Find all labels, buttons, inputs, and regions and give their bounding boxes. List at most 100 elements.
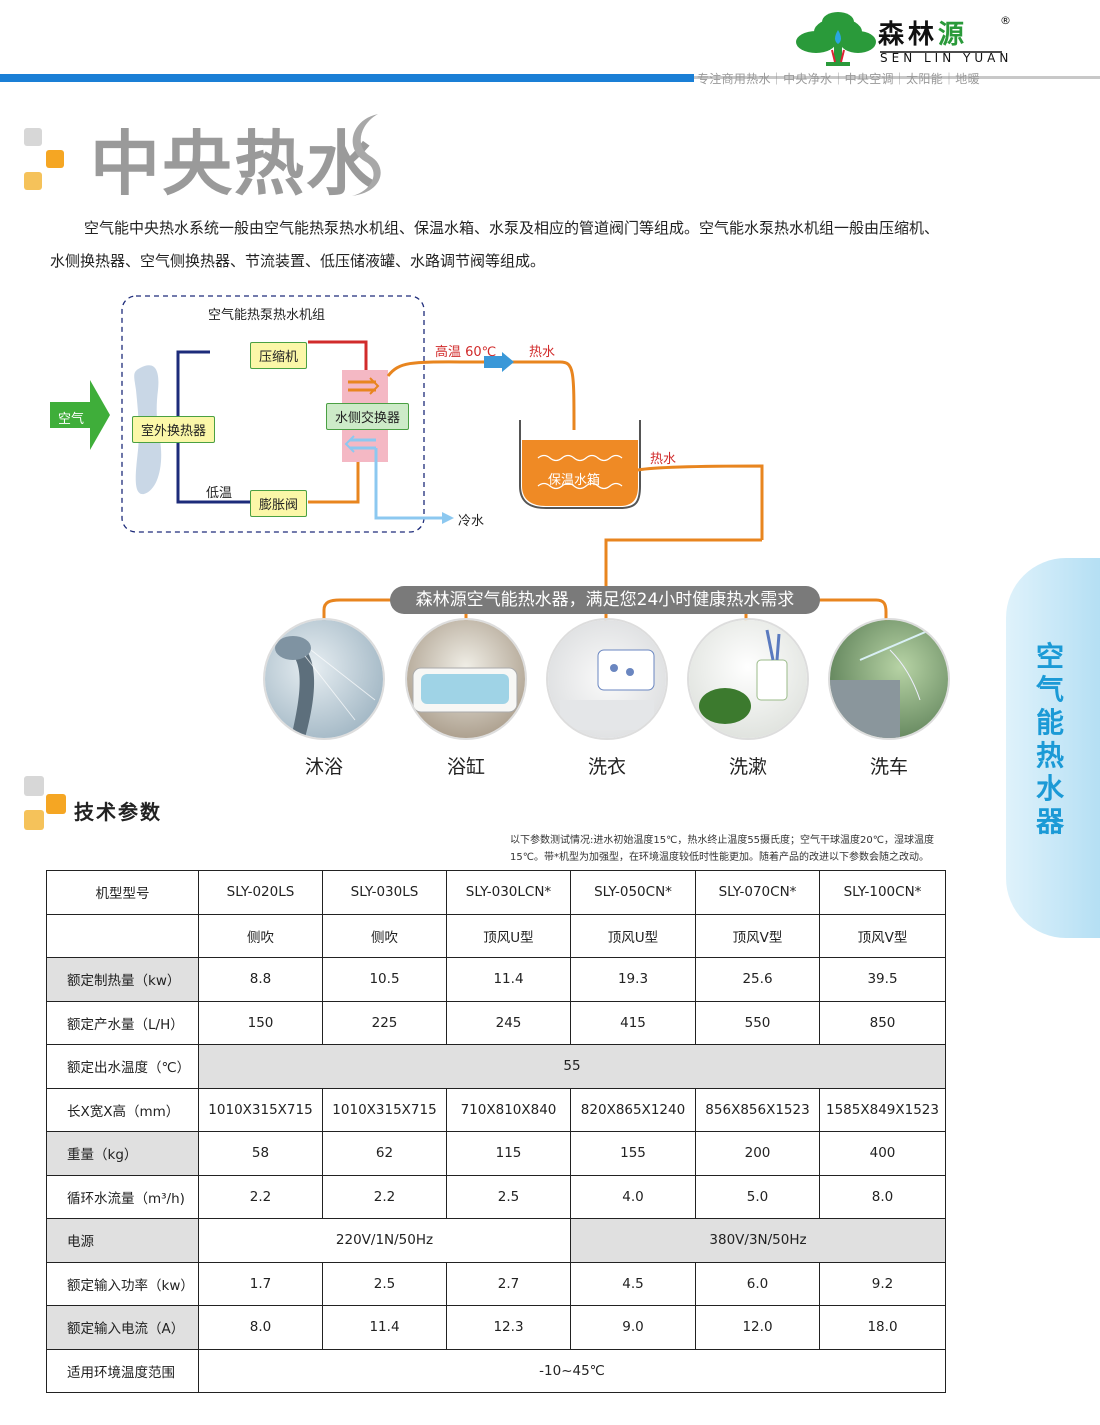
logo-text: 森林源 xyxy=(878,20,969,50)
value-cell: 9.2 xyxy=(819,1261,946,1306)
row-label: 额定产水量（L/H） xyxy=(46,1000,199,1045)
model-cell: SLY-050CN* xyxy=(570,870,696,915)
value-cell: 710X810X840 xyxy=(446,1087,571,1132)
row-label: 额定出水温度（℃） xyxy=(46,1044,199,1089)
value-cell: 4.0 xyxy=(570,1174,696,1219)
usage-banner: 森林源空气能热水器，满足您24小时健康热水需求 xyxy=(390,586,820,614)
specs-note: 以下参数测试情况:进水初始温度15℃，热水终止温度55摄氏度；空气干球温度20℃… xyxy=(510,835,935,863)
usage-label-carwash: 洗车 xyxy=(869,756,908,778)
value-cell: 8.0 xyxy=(198,1305,323,1350)
value-cell: 10.5 xyxy=(322,957,447,1002)
value-cell: 2.2 xyxy=(198,1174,323,1219)
row-label: 重量（kg） xyxy=(46,1131,199,1176)
type-cell: 顶风U型 xyxy=(570,913,696,958)
usage-label-bathtub: 浴缸 xyxy=(446,756,485,778)
air-label: 空气 xyxy=(58,412,85,427)
value-cell: 58 xyxy=(198,1131,323,1176)
value-cell: 225 xyxy=(322,1000,447,1045)
value-cell: 5.0 xyxy=(695,1174,820,1219)
usage-label-shower: 沐浴 xyxy=(304,756,343,778)
table-row-ambient: 适用环境温度范围 -10~45℃ xyxy=(46,1348,946,1393)
value-cell: 2.2 xyxy=(322,1174,447,1219)
washing-up-photo xyxy=(689,620,807,738)
value-cell: 2.7 xyxy=(446,1261,571,1306)
specs-squares-icon xyxy=(22,776,68,832)
value-cell: 1010X315X715 xyxy=(198,1087,323,1132)
table-row-input-power: 额定输入功率（kw） 1.7 2.5 2.7 4.5 6.0 9.2 xyxy=(46,1261,946,1306)
value-cell: 850 xyxy=(819,1000,946,1045)
model-cell: SLY-030LCN* xyxy=(446,870,571,915)
model-cell: SLY-030LS xyxy=(322,870,447,915)
table-row-flow: 循环水流量（m³/h) 2.2 2.2 2.5 4.0 5.0 8.0 xyxy=(46,1174,946,1219)
high-temp-label: 高温 60℃ xyxy=(435,345,497,360)
value-cell: 12.3 xyxy=(446,1305,571,1350)
table-row-input-current: 额定输入电流（A） 8.0 11.4 12.3 9.0 12.0 18.0 xyxy=(46,1305,946,1350)
row-label: 额定输入电流（A） xyxy=(46,1305,199,1350)
type-cell: 顶风V型 xyxy=(695,913,820,958)
value-cell: 1585X849X1523 xyxy=(819,1087,946,1132)
table-row-outlet-temp: 额定出水温度（℃） 55 xyxy=(46,1044,946,1089)
value-cell: 400 xyxy=(819,1131,946,1176)
value-cell: 39.5 xyxy=(819,957,946,1002)
registered-mark: ® xyxy=(1000,14,1011,27)
value-cell: 220V/1N/50Hz xyxy=(198,1218,571,1263)
table-row-type: 侧吹 侧吹 顶风U型 顶风U型 顶风V型 顶风V型 xyxy=(46,913,946,958)
table-row-model: 机型型号 SLY-020LS SLY-030LS SLY-030LCN* SLY… xyxy=(46,870,946,915)
title-squares-icon xyxy=(22,128,68,192)
type-cell: 顶风U型 xyxy=(446,913,571,958)
water-exchanger-box: 水侧交换器 xyxy=(326,403,410,430)
logo-english: SEN LIN YUAN xyxy=(880,51,1013,65)
row-label: 电源 xyxy=(46,1218,199,1263)
value-cell: 1.7 xyxy=(198,1261,323,1306)
row-label: 额定输入功率（kw） xyxy=(46,1261,199,1306)
specs-table: 机型型号 SLY-020LS SLY-030LS SLY-030LCN* SLY… xyxy=(46,870,946,1393)
cold-water-label: 冷水 xyxy=(458,514,485,529)
hot-water-label: 热水 xyxy=(529,345,556,360)
value-cell: 11.4 xyxy=(446,957,571,1002)
table-row-dimensions: 长X宽X高（mm） 1010X315X715 1010X315X715 710X… xyxy=(46,1087,946,1132)
value-cell: 856X856X1523 xyxy=(695,1087,820,1132)
value-cell: 11.4 xyxy=(322,1305,447,1350)
row-label: 额定制热量（kw） xyxy=(46,957,199,1002)
row-label: 长X宽X高（mm） xyxy=(46,1087,199,1132)
row-label xyxy=(46,913,199,958)
side-tab-label: 空气能热水器 xyxy=(1035,640,1064,838)
value-cell: 19.3 xyxy=(570,957,696,1002)
bathtub-photo xyxy=(407,620,525,738)
table-row-output: 额定产水量（L/H） 150 225 245 415 550 850 xyxy=(46,1000,946,1045)
value-cell: 18.0 xyxy=(819,1305,946,1350)
system-diagram: 空气能热泵热水机组 空气 压缩机 室外换热器 水侧交换器 膨胀阀 低温 高温 6… xyxy=(40,290,780,540)
model-cell: SLY-020LS xyxy=(198,870,323,915)
shower-photo xyxy=(265,620,383,738)
specs-title: 技术参数 xyxy=(74,800,162,824)
tagline: 专注商用热水｜中央净水｜中央空调｜太阳能｜地暖 xyxy=(697,72,980,86)
type-cell: 侧吹 xyxy=(322,913,447,958)
laundry-photo xyxy=(548,620,666,738)
value-cell: 25.6 xyxy=(695,957,820,1002)
value-cell: 8.8 xyxy=(198,957,323,1002)
value-cell: -10~45℃ xyxy=(198,1348,946,1393)
value-cell: 9.0 xyxy=(570,1305,696,1350)
type-cell: 顶风V型 xyxy=(819,913,946,958)
value-cell: 6.0 xyxy=(695,1261,820,1306)
model-cell: SLY-100CN* xyxy=(819,870,946,915)
page-title: 中央热水 xyxy=(90,123,378,205)
value-cell: 380V/3N/50Hz xyxy=(570,1218,946,1263)
title-swoosh-icon xyxy=(352,114,381,196)
low-temp-label: 低温 xyxy=(206,486,233,501)
value-cell: 55 xyxy=(198,1044,946,1089)
tree-logo-icon xyxy=(796,12,1002,66)
model-cell: SLY-070CN* xyxy=(695,870,820,915)
value-cell: 150 xyxy=(198,1000,323,1045)
tank-label: 保温水箱 xyxy=(548,473,601,488)
row-label: 适用环境温度范围 xyxy=(46,1348,199,1393)
table-row-weight: 重量（kg） 58 62 115 155 200 400 xyxy=(46,1131,946,1176)
value-cell: 2.5 xyxy=(446,1174,571,1219)
usage-label-washing: 洗漱 xyxy=(728,756,767,778)
usage-label-laundry: 洗衣 xyxy=(587,756,626,778)
value-cell: 245 xyxy=(446,1000,571,1045)
type-cell: 侧吹 xyxy=(198,913,323,958)
outdoor-exchanger-box: 室外换热器 xyxy=(132,416,216,443)
distribution-lines xyxy=(322,538,888,626)
value-cell: 550 xyxy=(695,1000,820,1045)
